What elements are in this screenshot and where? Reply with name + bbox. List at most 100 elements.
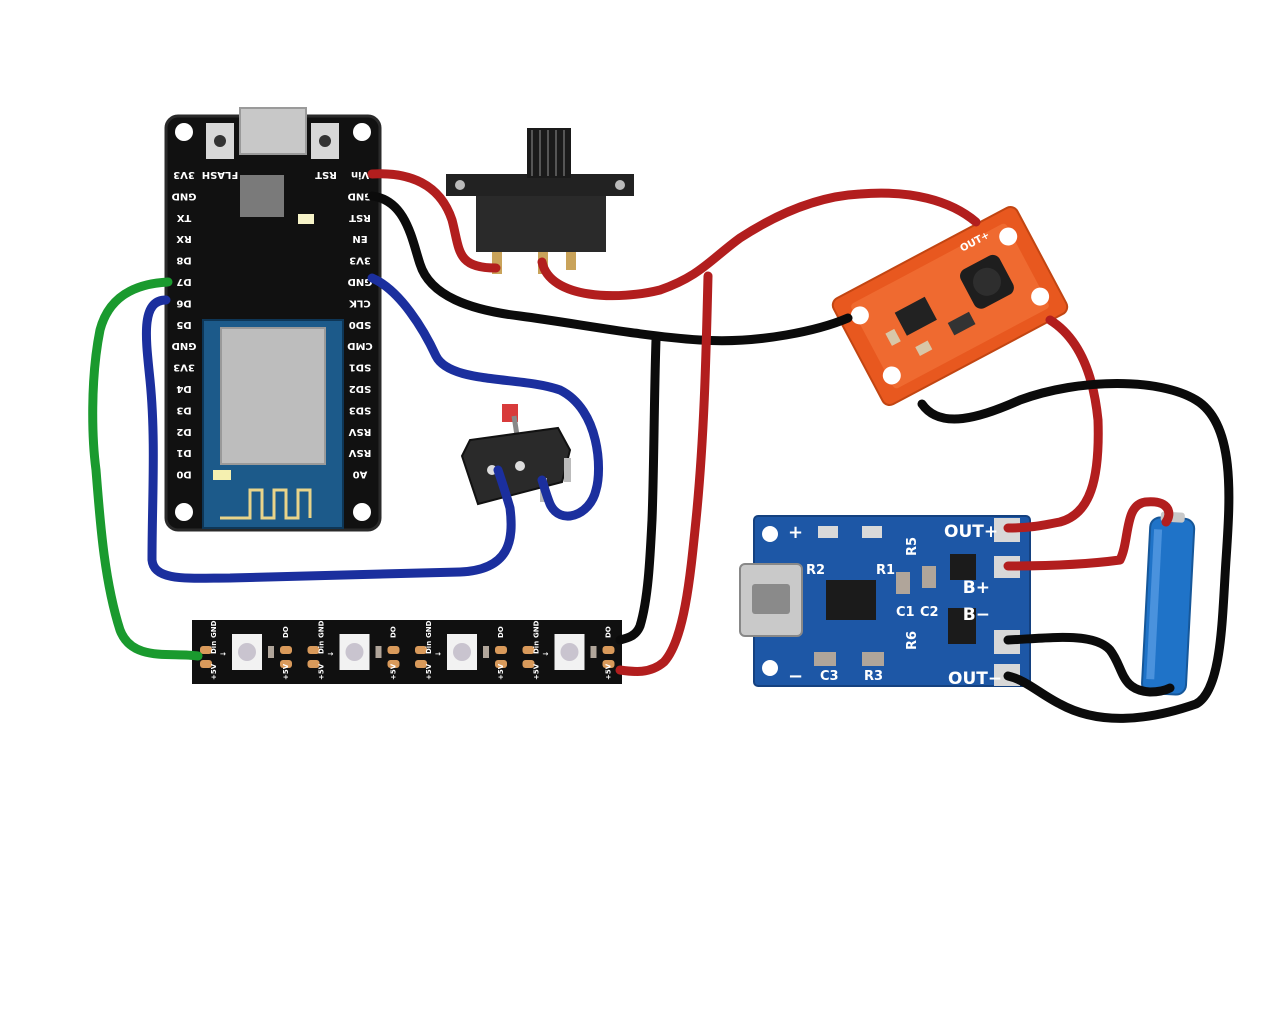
solder-pad: [495, 646, 507, 654]
charger-minus-label: −: [788, 666, 803, 687]
solder-pad: [387, 660, 400, 668]
mcu-left-pin-label: 3V3: [173, 169, 195, 180]
mcu-right-pin-label: SD2: [349, 383, 372, 394]
strip-do-label: DO: [497, 626, 505, 638]
mcu-right-pin-label: SD1: [349, 362, 372, 373]
tp4056-ic: [826, 580, 876, 620]
b-minus-label: B−: [963, 605, 990, 625]
slide-switch[interactable]: [446, 128, 634, 274]
wire-black-boost-out: [917, 379, 1234, 723]
charge-led-red: [818, 526, 838, 538]
c2-label: C2: [920, 605, 939, 620]
mcu-left-pin-label: GND: [172, 340, 197, 351]
charge-led-blue: [862, 526, 882, 538]
led-lens: [453, 643, 471, 661]
nodemcu-board: FLASH RST 3V3GNDTXRXD8D7D6D5GND3V3D4D3D2…: [164, 107, 382, 532]
strip-capacitor: [268, 646, 274, 658]
wire-blue-signal: [141, 295, 516, 583]
mcu-left-pin-label: D2: [176, 426, 191, 437]
r3-label: R3: [864, 669, 883, 684]
out-minus-label: OUT−: [948, 669, 1002, 689]
strip-do-label: DO: [605, 626, 613, 638]
solder-pad: [522, 660, 535, 668]
data-direction-arrow-icon: →: [435, 650, 441, 658]
solder-pad: [200, 660, 212, 668]
solder-pad: [602, 660, 615, 668]
solder-pad: [522, 646, 535, 654]
strip-din-label: Din: [318, 641, 326, 654]
flash-button-label: FLASH: [202, 169, 239, 180]
flash-button[interactable]: [206, 123, 234, 159]
data-direction-arrow-icon: →: [220, 650, 226, 658]
mcu-left-pin-label: D7: [176, 276, 191, 287]
strip-gnd-label: GND: [533, 620, 541, 638]
status-led: [298, 214, 314, 224]
boost-diode: [947, 311, 976, 336]
wire-blue-gnd: [367, 273, 604, 521]
led-lens: [560, 643, 579, 661]
mcu-right-pin-label: A0: [353, 469, 368, 480]
solder-pad: [307, 660, 320, 668]
rst-button[interactable]: [311, 123, 339, 159]
boost-ic: [894, 296, 937, 336]
strip-5v-label: +5V: [533, 663, 541, 680]
c3-label: C3: [820, 669, 839, 684]
mcu-right-pin-label: RST: [349, 212, 371, 223]
mcu-left-pin-label: D1: [176, 447, 191, 458]
r6-label: R6: [905, 631, 920, 650]
mcu-right-pin-label: RSV: [348, 447, 371, 458]
strip-capacitor: [590, 646, 597, 658]
esp12-module: [202, 319, 344, 529]
strip-5v-label: +5V: [210, 663, 218, 680]
mcu-right-pin-label: GND: [348, 190, 373, 201]
strip-din-label: Din: [210, 641, 218, 654]
strip-din-label: Din: [425, 641, 433, 654]
wire-red-switch-out: [537, 188, 981, 301]
r2-label: R2: [806, 563, 825, 578]
strip-5v-out-label: +5V: [605, 663, 613, 680]
mcu-left-pin-label: 3V3: [173, 362, 195, 373]
dw01-ic: [950, 554, 976, 580]
wire-black-gnd: [367, 191, 853, 346]
c1-label: C1: [896, 605, 915, 620]
strip-din-label: Din: [533, 641, 541, 654]
rst-button-label: RST: [315, 169, 337, 180]
strip-do-label: DO: [282, 626, 290, 638]
led-strip: →DinGND+5VDO+5V→DinGND+5VDO+5V→DinGND+5V…: [192, 620, 622, 684]
mcu-left-pin-label: D6: [176, 297, 191, 308]
r5-label: R5: [905, 537, 920, 556]
solder-pad: [602, 646, 615, 654]
wire-red-boost-in: [1003, 315, 1103, 533]
mcu-right-pin-label: CLK: [348, 297, 371, 308]
strip-gnd-label: GND: [318, 620, 326, 638]
data-direction-arrow-icon: →: [328, 650, 334, 658]
mcu-left-pin-label: D5: [176, 319, 191, 330]
wire-red-battery: [1003, 497, 1174, 571]
mcu-right-pin-label: RSV: [348, 426, 371, 437]
mcu-right-pin-label: SD3: [349, 404, 372, 415]
solder-pad: [200, 646, 212, 654]
mcu-left-pin-label: D8: [176, 255, 191, 266]
mcu-right-pin-label: Vin: [351, 169, 369, 180]
strip-do-label: DO: [390, 626, 398, 638]
mcu-left-pin-label: RX: [176, 233, 192, 244]
solder-pad: [280, 646, 292, 654]
wires: [88, 169, 1234, 723]
solder-pad: [495, 660, 507, 668]
data-direction-arrow-icon: →: [543, 650, 549, 658]
micro-switch[interactable]: [460, 404, 572, 506]
mcu-left-pin-label: D4: [176, 383, 191, 394]
li-ion-battery: [1141, 511, 1196, 696]
mcu-left-pin-label: GND: [172, 190, 197, 201]
solder-pad: [387, 646, 400, 654]
solder-pad: [415, 660, 427, 668]
strip-capacitor: [483, 646, 489, 658]
mcu-right-pin-label: GND: [348, 276, 373, 287]
strip-capacitor: [375, 646, 382, 658]
mcu-right-pin-label: 3V3: [349, 255, 371, 266]
usb-uart-chip: [240, 175, 284, 217]
mcu-left-pin-label: D3: [176, 404, 191, 415]
usb-port: [239, 107, 307, 155]
